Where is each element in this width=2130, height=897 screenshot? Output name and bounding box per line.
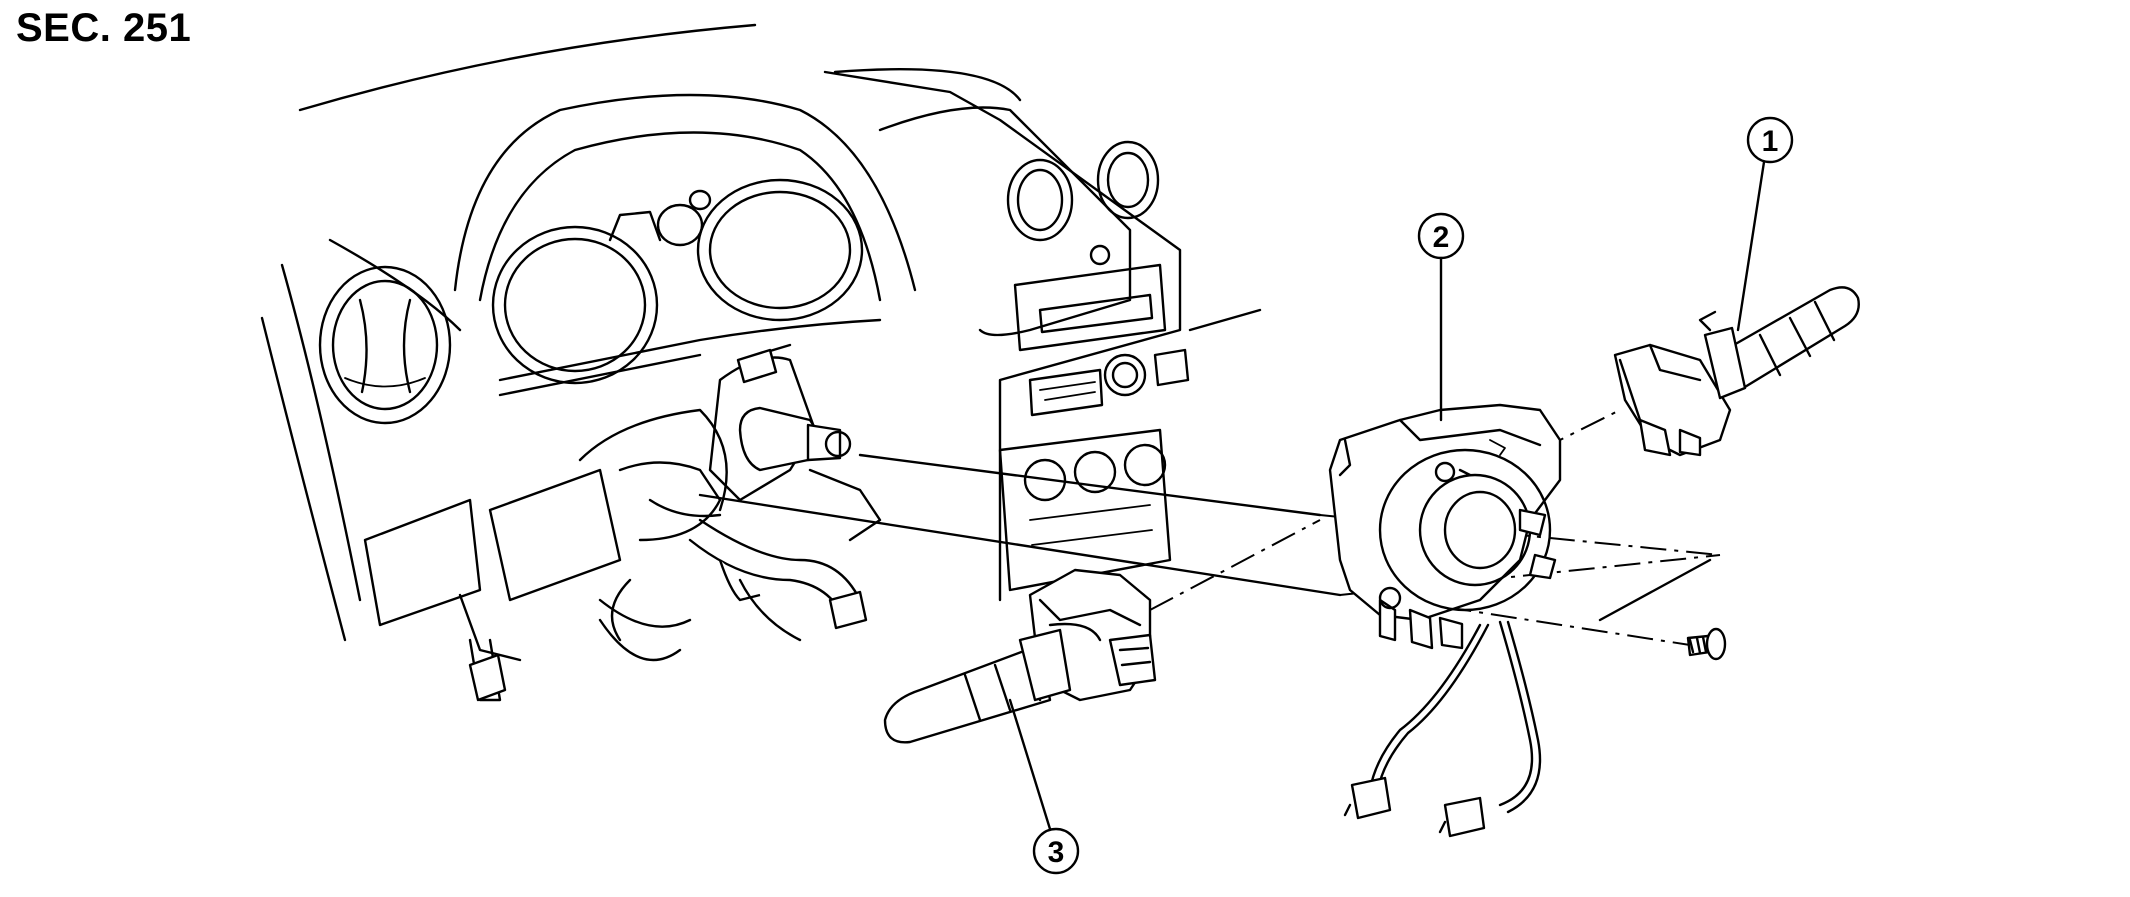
callout-3: 3 <box>1008 698 1080 875</box>
section-label: SEC. 251 <box>16 6 192 50</box>
dashboard-outline <box>260 23 1262 702</box>
screw <box>1686 627 1727 661</box>
callout-1: 1 <box>1736 116 1794 332</box>
combination-switch-left <box>883 568 1157 744</box>
callout-2-label: 2 <box>1433 221 1450 254</box>
callout-1-label: 1 <box>1762 125 1779 158</box>
callout-1-circle <box>1746 116 1794 164</box>
callout-2: 2 <box>1417 212 1465 422</box>
callout-3-label: 3 <box>1048 836 1065 869</box>
combination-switch-right <box>1613 286 1860 457</box>
spiral-cable <box>1328 403 1562 838</box>
callout-3-circle <box>1032 827 1080 875</box>
